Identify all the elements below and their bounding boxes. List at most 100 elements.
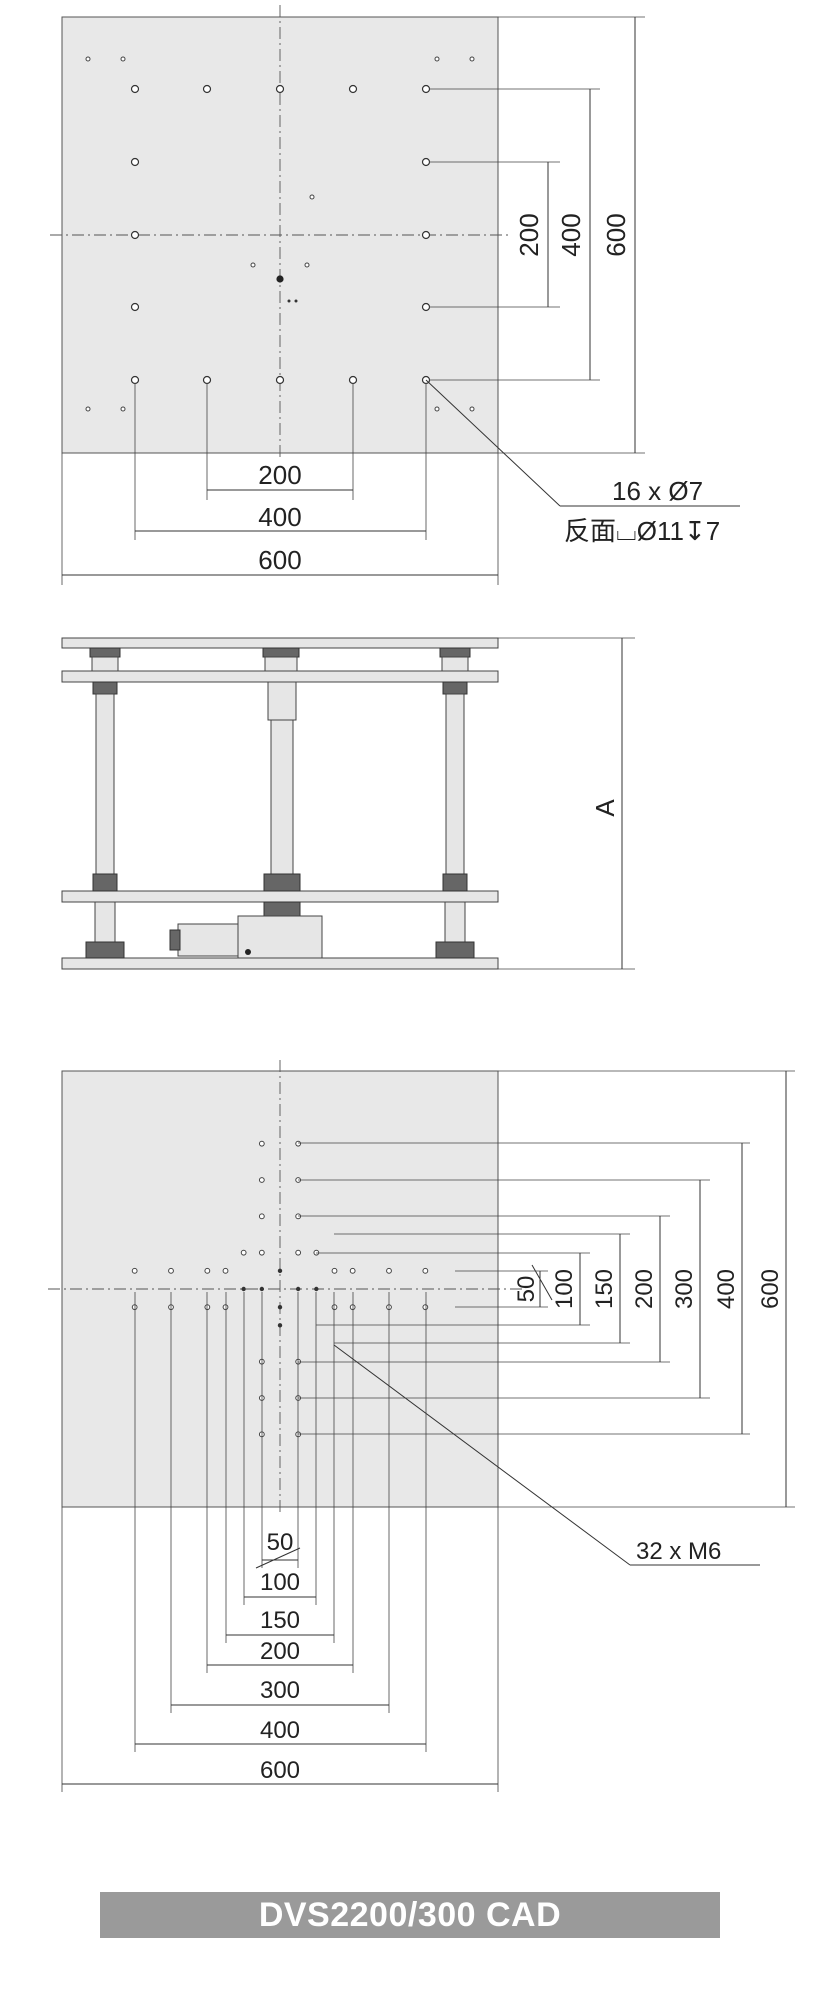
- top-hdims: 200 400 600: [61, 383, 499, 585]
- hole: [421, 302, 431, 312]
- hole: [421, 84, 431, 94]
- tap-hole: [331, 1304, 338, 1311]
- top-dim-h-400: 400: [258, 502, 301, 532]
- tap-hole: [258, 1140, 265, 1147]
- bottom-dim-v-400: 400: [713, 1269, 740, 1309]
- right-column: [445, 693, 465, 875]
- top-holes: [130, 84, 431, 385]
- bottom-dim-h-50: 50: [267, 1529, 294, 1556]
- tap-hole-filled: [277, 1304, 283, 1310]
- tap-callout-text: 32 x M6: [636, 1538, 721, 1565]
- small-hole: [469, 406, 475, 412]
- side-top-blocks: [89, 647, 471, 672]
- side-middle-plate: [61, 890, 499, 903]
- top-vdims: 200 400 600: [429, 16, 645, 454]
- bottom-hdims: 50 100 150 200 300 400 600: [61, 1292, 499, 1792]
- small-hole: [120, 56, 126, 62]
- bottom-tap-callout: 32 x M6: [333, 1344, 760, 1566]
- top-view: 200 400 600 200 400 600 16 x Ø7 反面⌴Ø11↧7: [50, 5, 740, 585]
- side-lower-supports: [85, 901, 475, 959]
- tap-hole: [131, 1267, 138, 1274]
- small-hole: [304, 262, 310, 268]
- tap-hole-filled: [314, 1286, 319, 1292]
- hole: [275, 84, 285, 94]
- hole: [202, 375, 212, 385]
- drawing-title: DVS2200/300 CAD: [100, 1892, 720, 1938]
- center-column: [270, 719, 294, 875]
- tap-hole: [422, 1267, 429, 1274]
- hole: [130, 375, 140, 385]
- side-top-plate: [61, 637, 499, 649]
- top-dim-v-400: 400: [556, 213, 586, 256]
- bottom-vdims: 50 100 150 200 300 400 600: [298, 1070, 795, 1508]
- tap-hole: [258, 1249, 265, 1256]
- bottom-dim-h-100: 100: [260, 1569, 300, 1596]
- tap-hole: [349, 1267, 356, 1274]
- hole: [202, 84, 212, 94]
- tap-hole: [222, 1304, 229, 1311]
- top-dim-v-600: 600: [601, 213, 631, 256]
- hole: [348, 375, 358, 385]
- tap-hole: [222, 1267, 229, 1274]
- hole: [275, 375, 285, 385]
- small-hole: [434, 406, 440, 412]
- reverse-callout-text: 反面⌴Ø11↧7: [564, 516, 720, 546]
- tap-hole: [331, 1267, 338, 1274]
- tap-hole-filled: [259, 1286, 265, 1292]
- pin-dot: [287, 299, 291, 303]
- small-hole: [434, 56, 440, 62]
- pin-dot: [294, 299, 298, 303]
- hole: [421, 157, 431, 167]
- top-dim-v-200: 200: [514, 213, 544, 256]
- tap-hole: [240, 1249, 247, 1256]
- top-small-holes: [85, 56, 475, 412]
- bottom-view: 50 100 150 200 300 400 600: [48, 1060, 795, 1792]
- side-view: A: [61, 637, 635, 970]
- top-hole-callout: 16 x Ø7 反面⌴Ø11↧7: [425, 379, 740, 546]
- tap-hole-filled: [277, 1323, 283, 1328]
- hole: [348, 84, 358, 94]
- tap-hole-filled: [295, 1286, 301, 1292]
- bottom-dim-h-150: 150: [260, 1607, 300, 1634]
- hole: [421, 230, 431, 240]
- tap-hole: [258, 1213, 265, 1220]
- bottom-dim-v-150: 150: [591, 1269, 618, 1309]
- motor: [177, 923, 239, 957]
- tap-hole: [386, 1267, 392, 1274]
- top-dim-h-600: 600: [258, 545, 301, 575]
- drive-unit: [237, 915, 323, 959]
- center-pin: [276, 275, 284, 283]
- side-columns: [92, 681, 468, 892]
- hole: [130, 302, 140, 312]
- bottom-dim-v-600: 600: [757, 1269, 784, 1309]
- hole: [130, 157, 140, 167]
- small-hole: [250, 262, 256, 268]
- left-column: [95, 693, 115, 875]
- bottom-dim-v-50: 50: [513, 1276, 540, 1303]
- tap-hole: [204, 1267, 211, 1274]
- tap-hole-filled: [241, 1286, 246, 1292]
- hole: [130, 84, 140, 94]
- side-upper-plate: [61, 670, 499, 683]
- tap-hole: [422, 1304, 429, 1311]
- hole-callout-text: 16 x Ø7: [612, 476, 703, 506]
- small-hole: [469, 56, 475, 62]
- small-hole: [309, 194, 315, 200]
- side-height-dim: A: [498, 637, 635, 970]
- side-base-plate: [61, 957, 499, 970]
- bottom-dim-v-200: 200: [631, 1269, 658, 1309]
- bottom-dim-v-100: 100: [551, 1269, 578, 1309]
- tap-hole-filled: [277, 1268, 283, 1274]
- tap-hole: [168, 1267, 174, 1274]
- height-label-a: A: [590, 799, 620, 817]
- bottom-dim-h-300: 300: [260, 1677, 300, 1704]
- tap-hole: [258, 1177, 265, 1183]
- bottom-dim-v-300: 300: [671, 1269, 698, 1309]
- bottom-dim-h-600: 600: [260, 1757, 300, 1784]
- tap-hole: [295, 1140, 302, 1147]
- small-hole: [85, 56, 91, 62]
- bottom-tap-holes: [131, 1140, 429, 1438]
- bottom-dim-h-400: 400: [260, 1717, 300, 1744]
- hole: [130, 230, 140, 240]
